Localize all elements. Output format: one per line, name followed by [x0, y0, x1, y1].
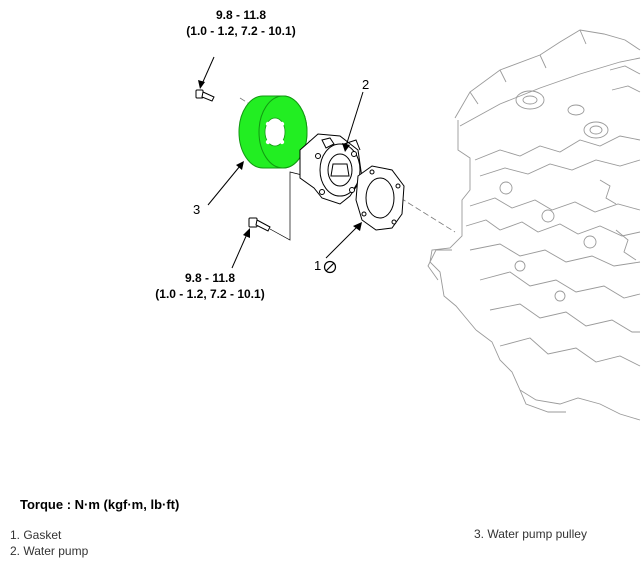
torque-top-value: 9.8 - 11.8	[215, 8, 267, 22]
callout-number-2: 2	[362, 77, 370, 92]
water-pump	[299, 133, 363, 205]
torque-units-heading: Torque : N·m (kgf·m, lb·ft)	[20, 497, 180, 512]
legend-item-water-pump-pulley: 3. Water pump pulley	[474, 527, 587, 541]
callout-number-3: 3	[193, 202, 201, 217]
gasket	[355, 165, 405, 231]
pulley-bolt-bottom	[248, 217, 271, 232]
no-reuse-icon	[323, 260, 337, 274]
legend-item-gasket: 1. Gasket	[10, 528, 62, 542]
torque-arrow-bottom	[231, 233, 248, 269]
callout-leader-2	[345, 91, 364, 147]
bolt-leader-line	[269, 171, 307, 241]
legend-item-water-pump: 2. Water pump	[10, 544, 89, 558]
torque-arrow-top	[201, 56, 215, 85]
torque-spec-bottom: 9.8 - 11.8 (1.0 - 1.2, 7.2 - 10.1)	[140, 270, 280, 302]
engine-block-outline	[427, 29, 641, 421]
torque-bottom-conversion: (1.0 - 1.2, 7.2 - 10.1)	[155, 287, 265, 301]
pulley-bolt-top	[195, 89, 215, 102]
water-pump-pulley	[238, 95, 308, 169]
torque-spec-top: 9.8 - 11.8 (1.0 - 1.2, 7.2 - 10.1)	[166, 7, 316, 39]
water-pump-exploded-diagram	[195, 29, 641, 421]
callout-leader-3	[207, 165, 241, 206]
torque-top-conversion: (1.0 - 1.2, 7.2 - 10.1)	[186, 24, 296, 38]
callout-number-1: 1	[314, 258, 322, 273]
torque-bottom-value: 9.8 - 11.8	[184, 271, 236, 285]
callout-leader-1	[325, 225, 359, 259]
